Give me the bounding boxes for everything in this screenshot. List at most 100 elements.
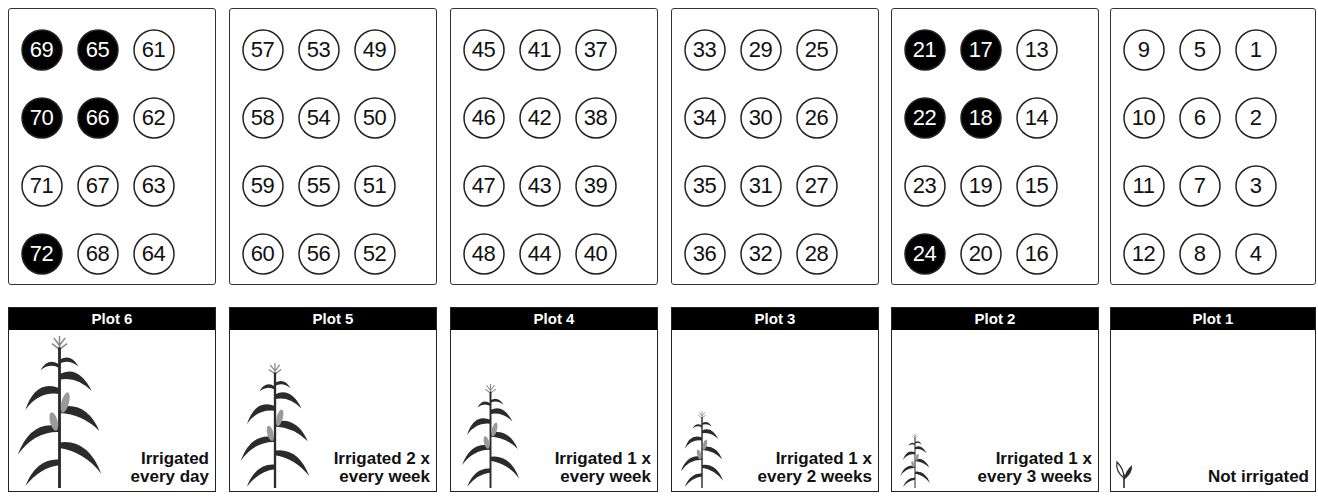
circle-shape bbox=[355, 30, 395, 70]
circle-shape bbox=[1124, 166, 1164, 206]
circle-shape bbox=[1236, 234, 1276, 274]
sample-circle: 65 bbox=[77, 29, 119, 71]
irrigation-label: Irrigated every day bbox=[109, 450, 209, 487]
sample-number: 63 bbox=[142, 175, 165, 197]
circle-shape bbox=[243, 30, 283, 70]
sample-circle: 35 bbox=[684, 165, 726, 207]
sample-circle: 34 bbox=[684, 97, 726, 139]
sample-number: 72 bbox=[30, 243, 53, 265]
sample-number: 54 bbox=[307, 107, 330, 129]
sample-number: 50 bbox=[363, 107, 386, 129]
circle-shape bbox=[22, 30, 62, 70]
sample-number: 17 bbox=[969, 39, 992, 61]
sample-number: 44 bbox=[528, 243, 551, 265]
corn-plant bbox=[18, 336, 102, 488]
sample-circle: 32 bbox=[740, 233, 782, 275]
corn-plant bbox=[900, 434, 930, 488]
plot-heading: Plot 4 bbox=[451, 308, 657, 330]
circle-shape bbox=[1124, 30, 1164, 70]
sample-number: 2 bbox=[1250, 107, 1262, 129]
sample-number: 23 bbox=[913, 175, 936, 197]
circle-shape bbox=[961, 166, 1001, 206]
sample-number: 40 bbox=[584, 243, 607, 265]
sample-circle: 3 bbox=[1235, 165, 1277, 207]
sample-circle: 42 bbox=[519, 97, 561, 139]
circle-shape bbox=[797, 98, 837, 138]
circle-shape bbox=[134, 98, 174, 138]
sample-circle: 7 bbox=[1179, 165, 1221, 207]
circle-shape bbox=[355, 234, 395, 274]
sample-number: 16 bbox=[1025, 243, 1048, 265]
plot-panel: 45 41 37 46 42 38 47 43 39 48 44 40 bbox=[450, 8, 658, 285]
circle-shape bbox=[299, 166, 339, 206]
sample-number: 47 bbox=[472, 175, 495, 197]
sample-number: 68 bbox=[86, 243, 109, 265]
sample-number: 14 bbox=[1025, 107, 1048, 129]
circle-shape bbox=[355, 166, 395, 206]
circle-shape bbox=[464, 98, 504, 138]
sample-number: 34 bbox=[693, 107, 716, 129]
sample-circle: 25 bbox=[796, 29, 838, 71]
circle-shape bbox=[685, 98, 725, 138]
sample-number: 59 bbox=[251, 175, 274, 197]
sample-circle: 56 bbox=[298, 233, 340, 275]
sample-circle: 13 bbox=[1016, 29, 1058, 71]
sample-circle: 64 bbox=[133, 233, 175, 275]
sample-number: 18 bbox=[969, 107, 992, 129]
sample-number: 62 bbox=[142, 107, 165, 129]
sample-circle: 26 bbox=[796, 97, 838, 139]
sample-circle: 71 bbox=[21, 165, 63, 207]
sample-number: 52 bbox=[363, 243, 386, 265]
circle-shape bbox=[1017, 30, 1057, 70]
sample-circle: 53 bbox=[298, 29, 340, 71]
circle-shape bbox=[464, 166, 504, 206]
sample-number: 28 bbox=[805, 243, 828, 265]
sample-circle: 22 bbox=[904, 97, 946, 139]
sample-number: 51 bbox=[363, 175, 386, 197]
irrigation-label: Not irrigated bbox=[1208, 468, 1309, 487]
sample-circle: 8 bbox=[1179, 233, 1221, 275]
corn-plant bbox=[681, 411, 723, 488]
sample-number: 27 bbox=[805, 175, 828, 197]
sample-number: 33 bbox=[693, 39, 716, 61]
sample-circle: 19 bbox=[960, 165, 1002, 207]
sample-number: 38 bbox=[584, 107, 607, 129]
sample-number: 22 bbox=[913, 107, 936, 129]
sample-circle: 38 bbox=[575, 97, 617, 139]
sample-number: 69 bbox=[30, 39, 53, 61]
circle-shape bbox=[961, 234, 1001, 274]
sample-circle: 2 bbox=[1235, 97, 1277, 139]
plot-box: Plot 4 Irrigated 1 x every week bbox=[450, 307, 658, 492]
plot-panel: 575349585450595551605652 bbox=[229, 8, 437, 285]
irrigation-label: Irrigated 1 x every week bbox=[541, 450, 651, 487]
circle-shape bbox=[243, 166, 283, 206]
corn-plant bbox=[462, 384, 519, 488]
sample-circle: 37 bbox=[575, 29, 617, 71]
sample-circle: 68 bbox=[77, 233, 119, 275]
plot-panel: 696561706662716763726864 bbox=[8, 8, 216, 285]
sample-number: 29 bbox=[749, 39, 772, 61]
sample-circle: 70 bbox=[21, 97, 63, 139]
circle-shape bbox=[520, 98, 560, 138]
sample-number: 46 bbox=[472, 107, 495, 129]
sample-number: 7 bbox=[1194, 175, 1206, 197]
sample-number: 15 bbox=[1025, 175, 1048, 197]
corn-plant bbox=[241, 363, 310, 488]
irrigation-label: Irrigated 2 x every week bbox=[320, 450, 430, 487]
circle-shape bbox=[576, 30, 616, 70]
sample-number: 49 bbox=[363, 39, 386, 61]
sample-number: 71 bbox=[30, 175, 53, 197]
sample-circle: 39 bbox=[575, 165, 617, 207]
sample-circle: 45 bbox=[463, 29, 505, 71]
sample-circle: 5 bbox=[1179, 29, 1221, 71]
circle-shape bbox=[797, 30, 837, 70]
circle-shape bbox=[905, 98, 945, 138]
sample-number: 60 bbox=[251, 243, 274, 265]
sample-number: 43 bbox=[528, 175, 551, 197]
sample-number: 48 bbox=[472, 243, 495, 265]
circle-shape bbox=[22, 234, 62, 274]
sample-circle: 61 bbox=[133, 29, 175, 71]
sample-number: 41 bbox=[528, 39, 551, 61]
sample-number: 10 bbox=[1132, 107, 1155, 129]
sample-circle: 10 bbox=[1123, 97, 1165, 139]
